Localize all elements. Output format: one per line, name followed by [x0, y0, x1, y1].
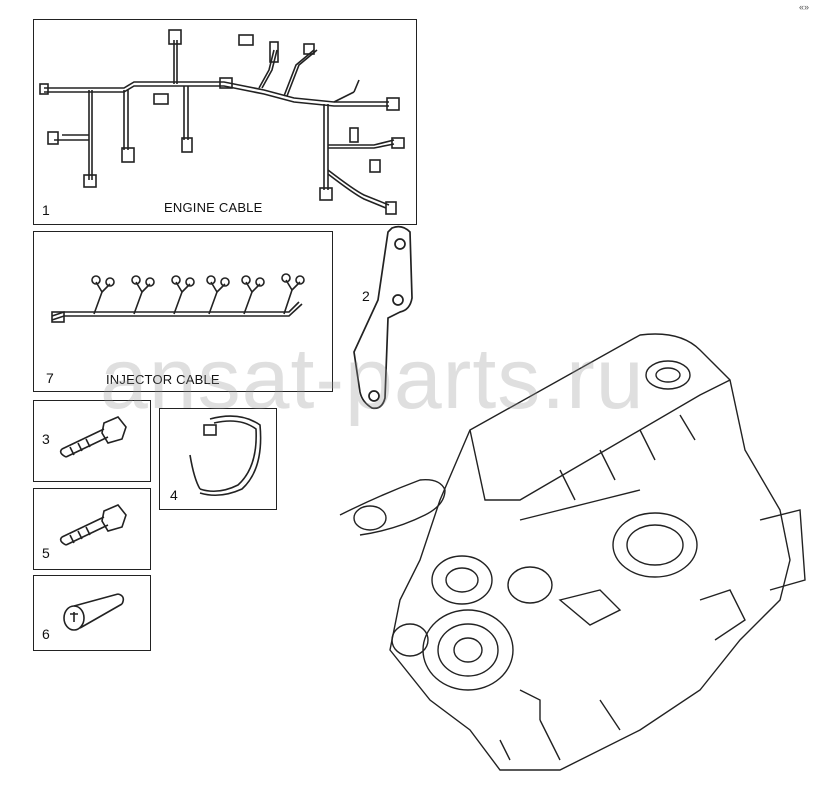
bolt-5-drawing	[59, 504, 127, 546]
bolt-panel-3[interactable]: 3	[33, 400, 151, 482]
clamp-4-drawing	[189, 415, 262, 497]
engine-cable-caption: ENGINE CABLE	[164, 200, 263, 215]
clamp-panel-4[interactable]: 4	[159, 408, 277, 510]
part-number-1: 1	[42, 202, 50, 218]
engine-cable-panel[interactable]: 1 ENGINE CABLE	[33, 19, 417, 225]
screw-6-drawing	[63, 593, 125, 631]
part-number-3: 3	[42, 431, 50, 447]
part-number-6: 6	[42, 626, 50, 642]
bolt-3-drawing	[59, 416, 127, 458]
part-number-2: 2	[362, 288, 370, 304]
screw-panel-6[interactable]: 6	[33, 575, 151, 651]
corner-mark: «»	[798, 2, 809, 12]
injector-cable-panel[interactable]: 7 INJECTOR CABLE	[33, 231, 333, 392]
part-number-5: 5	[42, 545, 50, 561]
part-number-4: 4	[170, 487, 178, 503]
injector-cable-drawing	[51, 273, 305, 323]
engine-cable-drawing	[39, 29, 405, 215]
injector-cable-caption: INJECTOR CABLE	[106, 372, 220, 387]
part-number-7: 7	[46, 370, 54, 386]
bolt-panel-5[interactable]: 5	[33, 488, 151, 570]
